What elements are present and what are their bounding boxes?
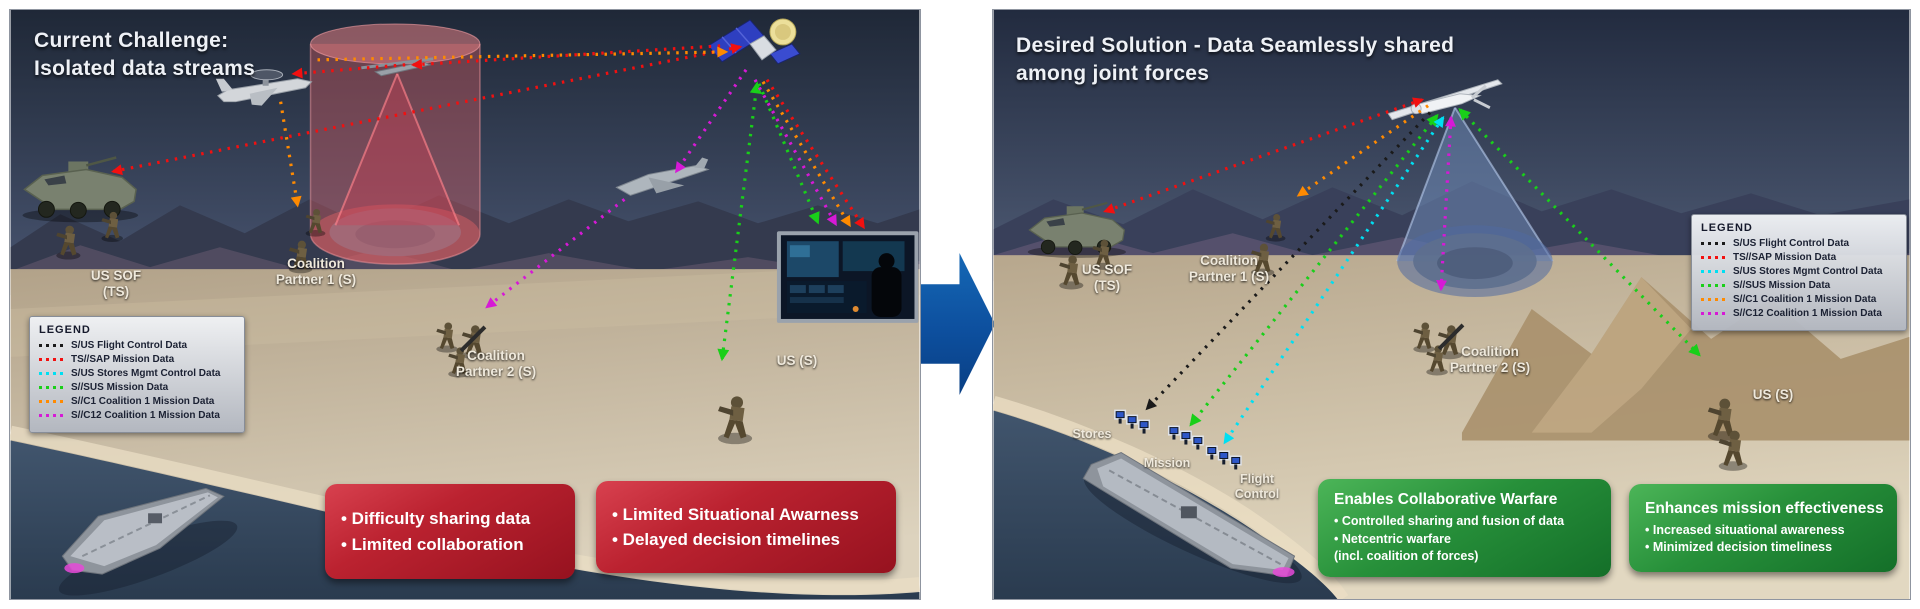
left-title-line2: Isolated data streams [34, 56, 256, 80]
coalition-partner-2-label: Coalition Partner 2 (S) [1449, 344, 1531, 376]
legend-item: S//SUS Mission Data [39, 382, 235, 393]
legend-item: S//C1 Coalition 1 Mission Data [1701, 294, 1897, 305]
control-room-screen [776, 231, 919, 323]
legend-swatch [39, 344, 65, 347]
sea [10, 440, 920, 599]
mission-station-label: Mission [1143, 456, 1191, 470]
legend-swatch [1701, 242, 1727, 245]
coalition-partner-1-label: Coalition Partner 1 (S) [1188, 253, 1270, 285]
coalition-partner-1-label: Coalition Partner 1 (S) [275, 256, 357, 288]
legend-swatch [1701, 270, 1727, 273]
legend-swatch [39, 386, 65, 389]
us-label: US (S) [776, 353, 818, 368]
legend-swatch [39, 400, 65, 403]
data-links [111, 43, 865, 362]
legend-swatch [1701, 284, 1727, 287]
challenge-callout-2: • Limited Situational Awarness • Delayed… [596, 481, 896, 573]
legend-item: S//C1 Coalition 1 Mission Data [39, 396, 235, 407]
legend-swatch [39, 372, 65, 375]
data-links [1103, 97, 1701, 445]
legend-item: S/US Flight Control Data [1701, 238, 1897, 249]
legend-swatch [39, 414, 65, 417]
challenge-callout-1: • Difficulty sharing data • Limited coll… [325, 484, 575, 579]
legend-swatch [39, 358, 65, 361]
legend-item: TS//SAP Mission Data [39, 354, 235, 365]
left-panel-title: Current Challenge: Isolated data streams [34, 27, 255, 82]
shoreline [993, 395, 1349, 599]
us-label: US (S) [1752, 387, 1794, 402]
legend-swatch [1701, 298, 1727, 301]
stores-station-label: Stores [1072, 427, 1112, 441]
legend-item: S/US Stores Mgmt Control Data [1701, 266, 1897, 277]
transition-arrow-icon [921, 253, 995, 395]
us-sof-label: US SOF (TS) [1081, 262, 1133, 294]
legend-swatch [1701, 256, 1727, 259]
aircraft-carrier-icon [1082, 451, 1302, 584]
legend-item: TS//SAP Mission Data [1701, 252, 1897, 263]
legend-item: S//SUS Mission Data [1701, 280, 1897, 291]
legend-left: LEGEND S/US Flight Control Data TS//SAP … [29, 316, 245, 433]
us-sof-label: US SOF (TS) [90, 268, 142, 300]
left-title-line1: Current Challenge: [34, 29, 229, 52]
solution-callout-2: Enhances mission effectiveness • Increas… [1629, 484, 1897, 572]
coalition-partner-2-label: Coalition Partner 2 (S) [455, 348, 537, 380]
legend-item: S/US Stores Mgmt Control Data [39, 368, 235, 379]
current-challenge-panel: Current Challenge: Isolated data streams… [9, 9, 921, 600]
solution-callout-1: Enables Collaborative Warfare • Controll… [1318, 479, 1611, 577]
legend-title: LEGEND [39, 324, 91, 336]
legend-right: LEGEND S/US Flight Control Data TS//SAP … [1691, 214, 1907, 331]
right-title-line1: Desired Solution - Data Seamlessly share… [1016, 34, 1455, 57]
flight-control-station-label: Flight Control [1234, 472, 1280, 502]
aircraft-carrier-icon [58, 487, 238, 596]
legend-item: S//C12 Coalition 1 Mission Data [39, 410, 235, 421]
coalition-partner-2-unit [436, 322, 487, 378]
legend-title: LEGEND [1701, 222, 1753, 234]
legend-item: S//C12 Coalition 1 Mission Data [1701, 308, 1897, 319]
right-title-line2: among joint forces [1016, 61, 1210, 85]
right-panel-title: Desired Solution - Data Seamlessly share… [1016, 32, 1454, 87]
legend-swatch [1701, 312, 1727, 315]
legend-item: S/US Flight Control Data [39, 340, 235, 351]
desired-solution-panel: Desired Solution - Data Seamlessly share… [992, 9, 1911, 600]
